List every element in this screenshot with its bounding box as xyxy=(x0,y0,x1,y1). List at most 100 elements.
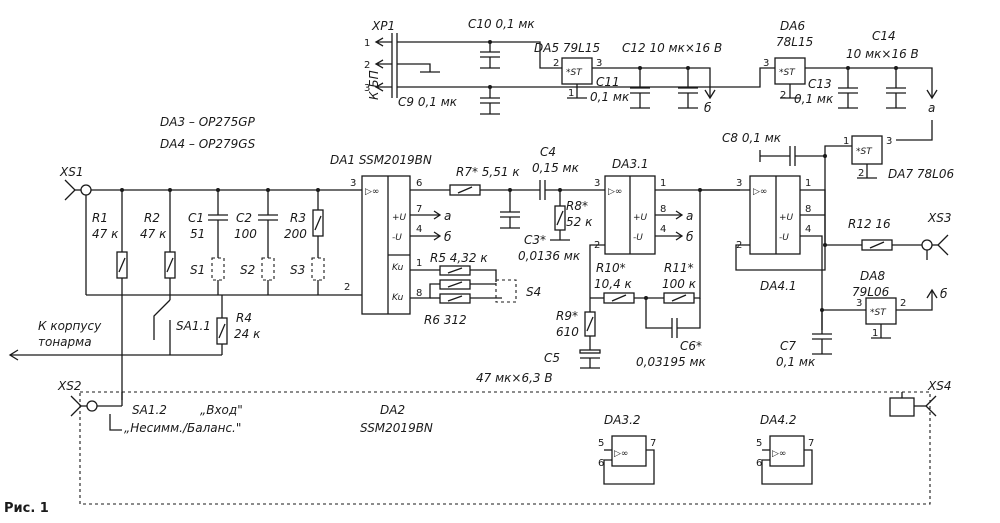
xs2-label: XS2 xyxy=(57,379,81,393)
da41-pin-4: 4 xyxy=(805,224,811,235)
da41-pin-8: 8 xyxy=(805,204,811,215)
c10-label: C10 0,1 мк xyxy=(468,17,535,31)
r12-hatch xyxy=(869,241,885,249)
da8-pin-1: 1 xyxy=(872,328,878,339)
r3-value: 200 xyxy=(284,227,307,241)
r10-value: 10,4 к xyxy=(594,277,633,291)
da41-opamp: ▷∞ xyxy=(753,187,767,197)
r5-hatch xyxy=(447,267,463,274)
da1-minus-u: -U xyxy=(392,233,402,243)
node-c13 xyxy=(846,66,850,70)
tonearm-label-2: тонарма xyxy=(38,335,92,349)
xs4-box xyxy=(889,397,915,417)
r2-label: R2 xyxy=(144,211,160,225)
xp1-pin2-arrow xyxy=(374,59,392,69)
da6-value: 78L15 xyxy=(776,35,813,49)
c11-value: 0,1 мк xyxy=(590,90,630,104)
da42-opamp: ▷∞ xyxy=(772,449,786,459)
r1-hatch xyxy=(118,257,126,273)
da1-plus-arrow xyxy=(433,210,442,220)
da2-label: DA2 xyxy=(380,403,405,417)
node-r3 xyxy=(316,188,320,192)
da1-body xyxy=(361,175,411,315)
r1-value: 47 к xyxy=(92,227,119,241)
c6-value: 0,03195 мк xyxy=(636,355,706,369)
sa12-mode: „Вход" xyxy=(200,403,243,417)
s1-label: S1 xyxy=(190,263,205,277)
c1-value: 51 xyxy=(190,227,205,241)
sa12-mode-2: „Несимм./Баланс." xyxy=(124,421,241,435)
da1-rail-a: а xyxy=(444,209,451,223)
da5-pin-2: 2 xyxy=(553,58,559,69)
s3-jumper xyxy=(311,257,325,281)
da1-pin-8: 8 xyxy=(416,288,422,299)
xp1-pin-1: 1 xyxy=(364,38,370,49)
da41-pin-3: 3 xyxy=(736,178,742,189)
r11-hatch xyxy=(671,294,687,302)
da32-opamp: ▷∞ xyxy=(614,449,628,459)
xs1-prong xyxy=(64,179,76,201)
node-c9 xyxy=(488,85,492,89)
da41-block: C8 0,1 мк DA7 78L06 *ST 1 3 2 DA4.1 ▷∞ +… xyxy=(700,120,954,369)
rail-gnd-in xyxy=(397,63,431,72)
da32-label: DA3.2 xyxy=(604,413,641,427)
node-c2 xyxy=(266,188,270,192)
c6-label: C6* xyxy=(680,339,702,353)
c2-value: 100 xyxy=(234,227,257,241)
da42-pin-7: 7 xyxy=(808,438,814,449)
ic-note-da3: DA3 – OP275GP xyxy=(160,115,256,129)
r9-label: R9* xyxy=(556,309,578,323)
da8-value: 79L06 xyxy=(852,285,890,299)
da1-rail-b: б xyxy=(444,230,452,244)
da31-plus-u: +U xyxy=(633,213,648,223)
da42-label: DA4.2 xyxy=(760,413,797,427)
da6-label: DA6 xyxy=(780,19,805,33)
da31-block: DA3.1 ▷∞ +U -U 3 1 2 8 4 а б R10* 10,4 к… xyxy=(476,157,740,385)
c9-label: C9 0,1 мк xyxy=(398,95,458,109)
c14-value: 10 мк×16 В xyxy=(846,47,919,61)
da1-block: DA1 SSM2019BN ▷∞ +U -U Ku Ku 3 6 7 4 2 1… xyxy=(330,153,541,327)
da8-pin-2: 2 xyxy=(900,298,906,309)
c3-label: C3* xyxy=(524,233,546,247)
sa11-label: SA1.1 xyxy=(176,319,211,333)
s4-jumper xyxy=(495,279,517,303)
xs1-jack xyxy=(80,184,92,196)
da41-pin-1: 1 xyxy=(805,178,811,189)
s1-jumper xyxy=(211,257,225,281)
xs3-jack xyxy=(921,239,933,251)
c6-wire-b xyxy=(677,298,701,329)
c13-value: 0,1 мк xyxy=(794,92,834,106)
s4-label: S4 xyxy=(526,285,541,299)
r3-label: R3 xyxy=(290,211,306,225)
c1-label: C1 xyxy=(188,211,204,225)
da41-minus-supply xyxy=(800,235,823,330)
da31-rail-b: б xyxy=(686,230,694,244)
figure-label: Рис. 1 xyxy=(4,501,49,516)
r1-label: R1 xyxy=(92,211,108,225)
c6-wire xyxy=(645,298,672,329)
da8-rail-arrow xyxy=(926,288,938,299)
c5-value: 47 мк×6,3 В xyxy=(476,371,553,385)
da31-rail-a: а xyxy=(686,209,693,223)
da32-pin-5: 5 xyxy=(598,438,604,449)
da31-inv-wire xyxy=(589,244,605,298)
c7-value: 0,1 мк xyxy=(776,355,816,369)
rail-a-label: а xyxy=(928,101,935,115)
node-c7 xyxy=(820,308,824,312)
r12-label: R12 16 xyxy=(848,217,891,231)
power-section: XP1 К БП 1 2 3 C10 0,1 мк C9 0,1 мк DA5 … xyxy=(364,17,938,115)
xs3-label: XS3 xyxy=(927,211,951,225)
s2-jumper xyxy=(261,257,275,281)
c5-label: C5 xyxy=(544,351,560,365)
r6-wire xyxy=(410,283,440,299)
rail-b-label: б xyxy=(704,101,712,115)
da31-pin-4: 4 xyxy=(660,224,666,235)
r11-value: 100 к xyxy=(662,277,697,291)
r2-hatch xyxy=(166,257,174,273)
node-c11 xyxy=(638,66,642,70)
r8-label: R8* xyxy=(566,199,588,213)
c8-label: C8 0,1 мк xyxy=(722,131,782,145)
r10-hatch xyxy=(611,294,627,302)
da31-minus-u: -U xyxy=(633,233,643,243)
